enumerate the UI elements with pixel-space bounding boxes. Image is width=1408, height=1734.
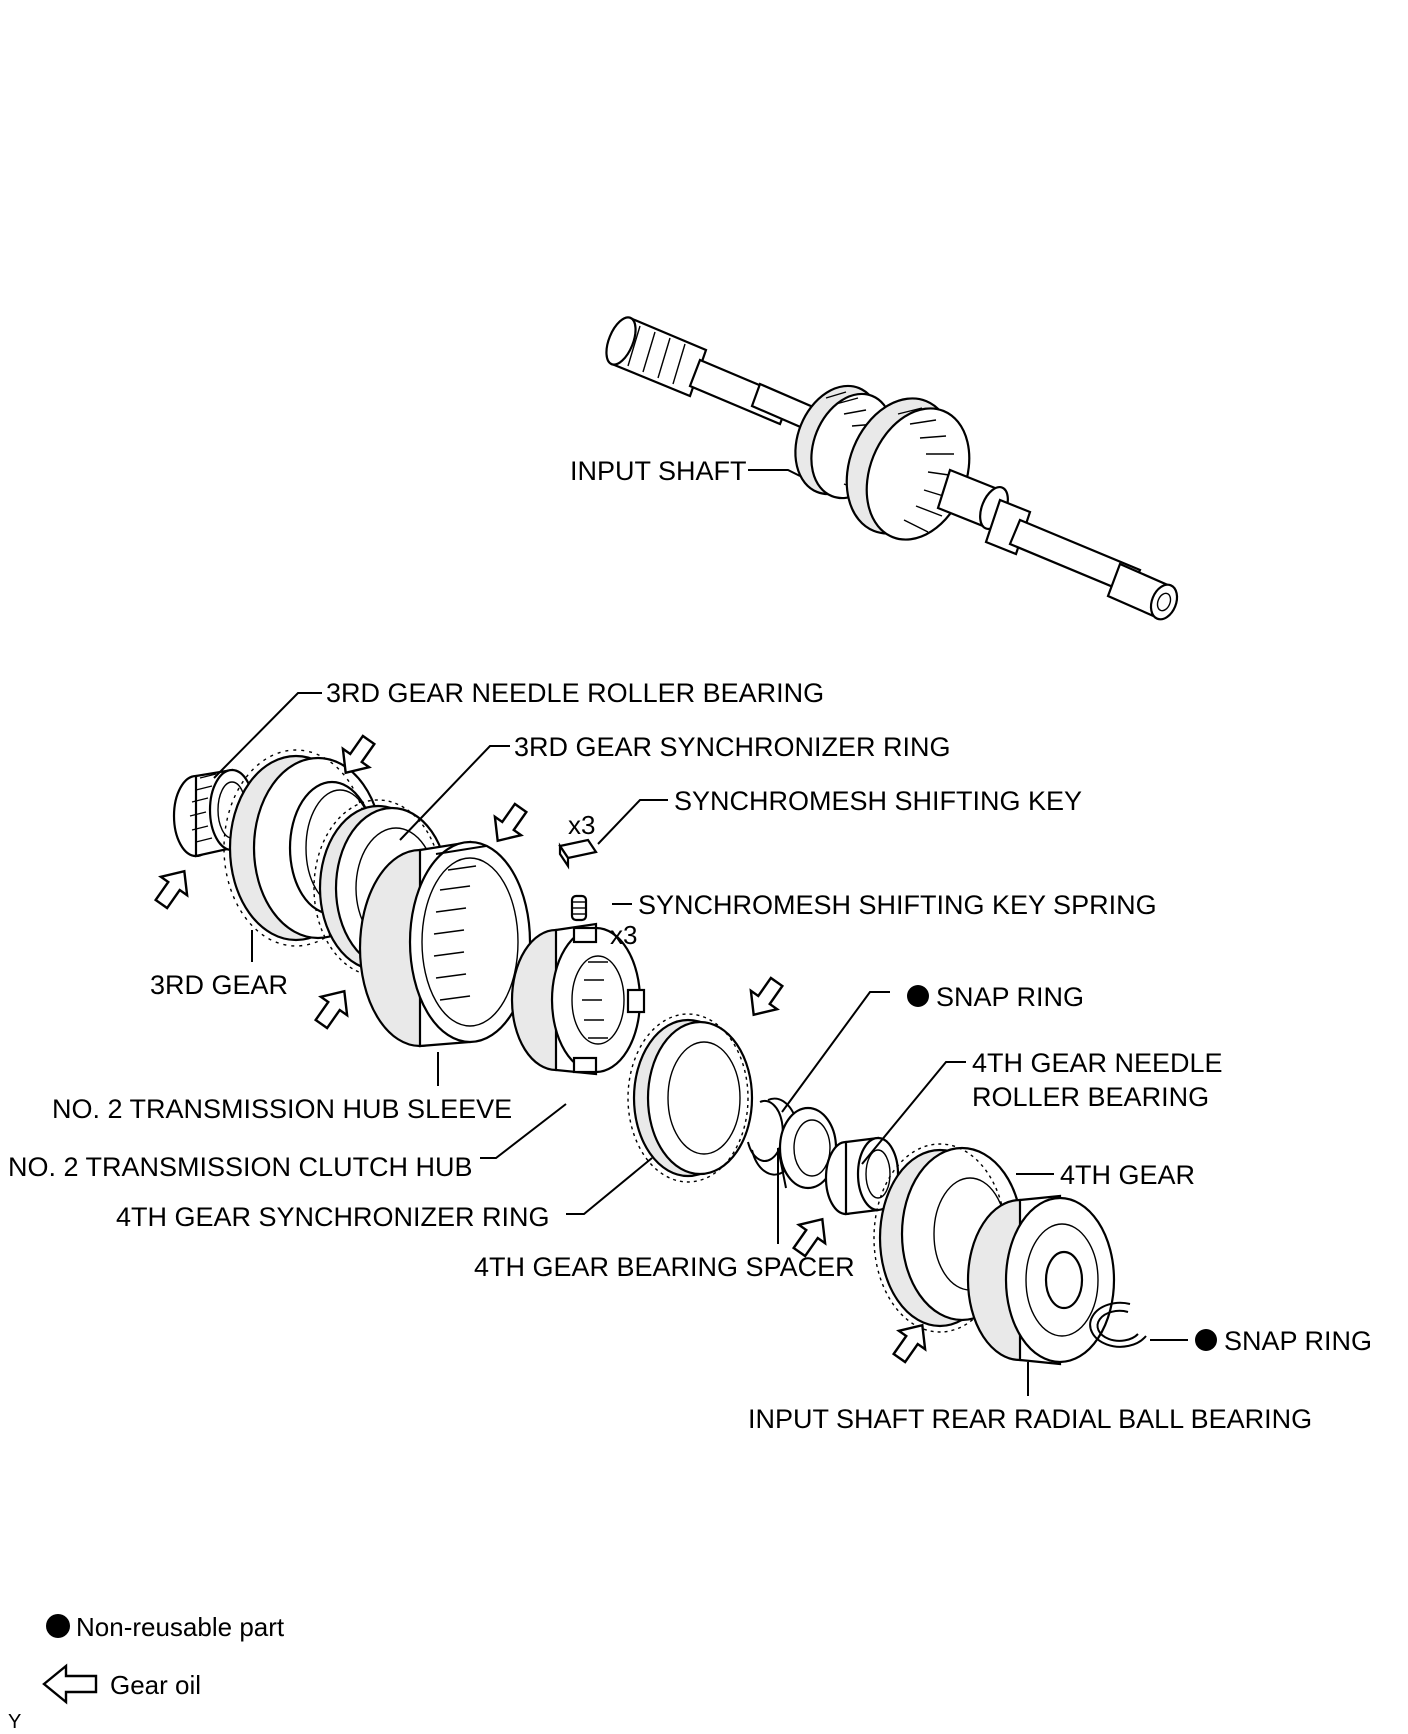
gear-oil-arrows: [153, 734, 927, 1364]
oil-arrow-gear-4th: [891, 1323, 927, 1364]
label-clutch-hub: NO. 2 TRANSMISSION CLUTCH HUB: [8, 1152, 473, 1182]
oil-arrow-gear-3rd-top: [341, 734, 377, 775]
corner-mark: Y: [8, 1711, 21, 1733]
clutch-hub-drawing: [510, 922, 646, 1076]
label-bearing-spacer-4th: 4TH GEAR BEARING SPACER: [474, 1252, 855, 1282]
label-shifting-key-spring: SYNCHROMESH SHIFTING KEY SPRING: [638, 890, 1157, 920]
label-gear-3rd: 3RD GEAR: [150, 970, 288, 1000]
label-snap-ring-1: SNAP RING: [936, 982, 1084, 1012]
shifting-key-spring-drawing: [570, 894, 588, 922]
label-shifting-key: SYNCHROMESH SHIFTING KEY: [674, 786, 1082, 816]
non-reusable-dot-snap-ring-2: [1195, 1329, 1217, 1351]
rear-ball-bearing-drawing: [966, 1194, 1116, 1366]
oil-arrow-bearing-3rd: [153, 869, 189, 910]
label-rear-ball-bearing: INPUT SHAFT REAR RADIAL BALL BEARING: [748, 1404, 1312, 1434]
snap-ring-2-drawing: [1089, 1301, 1147, 1348]
input-shaft-drawing: [605, 316, 1179, 621]
oil-arrow-sync-ring-4th: [749, 976, 785, 1017]
label-needle-bearing-4th-line1: 4TH GEAR NEEDLE: [972, 1048, 1223, 1078]
label-gear-4th: 4TH GEAR: [1060, 1160, 1195, 1190]
legend-non-reusable: Non-reusable part: [76, 1612, 285, 1642]
hollow-arrow-icon: [42, 1663, 98, 1705]
hub-sleeve-drawing: [358, 840, 532, 1048]
oil-arrow-gear-3rd-bottom: [313, 989, 349, 1030]
legend-gear-oil: Gear oil: [110, 1670, 201, 1700]
label-qty-spring: x3: [610, 920, 637, 950]
label-needle-bearing-4th-line2: ROLLER BEARING: [972, 1082, 1209, 1112]
filled-circle-icon: [46, 1614, 70, 1638]
legend: Non-reusable part Gear oil: [42, 1612, 285, 1705]
label-needle-bearing-3rd: 3RD GEAR NEEDLE ROLLER BEARING: [326, 678, 824, 708]
label-hub-sleeve: NO. 2 TRANSMISSION HUB SLEEVE: [52, 1094, 512, 1124]
label-snap-ring-2: SNAP RING: [1224, 1326, 1372, 1356]
label-sync-ring-3rd: 3RD GEAR SYNCHRONIZER RING: [514, 732, 951, 762]
label-sync-ring-4th: 4TH GEAR SYNCHRONIZER RING: [116, 1202, 550, 1232]
sync-ring-4th-drawing: [627, 1013, 754, 1183]
leader-lines: [213, 469, 1188, 1396]
label-input-shaft: INPUT SHAFT: [570, 456, 747, 486]
non-reusable-dot-snap-ring-1: [907, 985, 929, 1007]
oil-arrow-sync-ring-3rd: [493, 802, 529, 843]
label-qty-key: x3: [568, 810, 595, 840]
shifting-key-drawing: [558, 838, 598, 870]
oil-arrow-needle-4th: [791, 1217, 827, 1258]
